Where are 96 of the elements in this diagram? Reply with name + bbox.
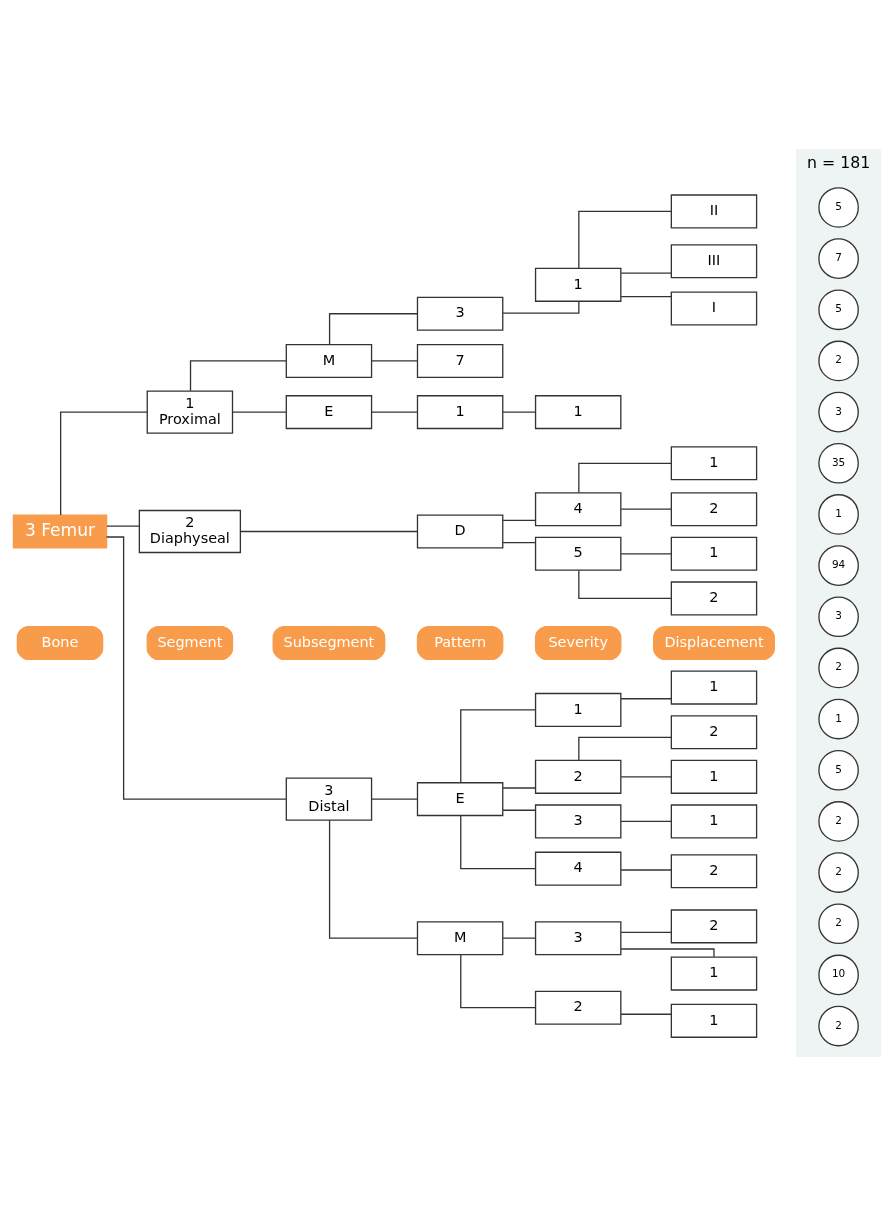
node-circle: 2	[818, 852, 859, 893]
node-box: Subsegment	[272, 625, 386, 661]
node-circle: 5	[818, 289, 859, 331]
connector	[578, 462, 672, 494]
node-box: 3 Distal	[285, 777, 373, 821]
connector	[371, 411, 418, 413]
node-circle: 2	[818, 647, 859, 689]
connector	[620, 698, 672, 700]
node-box: I	[670, 291, 758, 326]
node-box: 3	[534, 804, 622, 839]
connector	[60, 411, 148, 516]
connector	[371, 360, 418, 362]
node-box: 2	[670, 492, 758, 527]
node-circle: 1	[818, 698, 859, 740]
connector	[620, 296, 672, 298]
node-box: 1	[534, 395, 622, 430]
connector	[620, 948, 715, 958]
connector	[502, 937, 537, 939]
connector	[578, 210, 672, 269]
connector	[502, 411, 537, 413]
connector	[460, 954, 537, 1009]
connector	[460, 709, 537, 783]
node-box: 1	[416, 395, 504, 430]
connector	[502, 809, 537, 811]
node-box: 1	[670, 446, 758, 481]
node-circle: 2	[818, 903, 859, 945]
connector	[620, 553, 672, 555]
node-circle: 3	[818, 391, 859, 433]
connector	[620, 931, 672, 933]
node-box: 2	[670, 581, 758, 616]
connector	[502, 300, 580, 314]
connector	[240, 530, 418, 533]
node-box: M	[285, 343, 373, 378]
node-box: 4	[534, 492, 622, 527]
node-circle: 35	[818, 442, 859, 484]
connector	[620, 508, 672, 510]
node-circle: 1	[818, 494, 859, 535]
node-box: II	[670, 194, 758, 229]
node-circle: 5	[818, 749, 859, 791]
node-circle: 2	[818, 340, 859, 382]
node-box: 4	[534, 851, 622, 886]
node-box: 2	[534, 990, 622, 1025]
node-box: Displacement	[652, 625, 775, 661]
node-box: E	[285, 395, 373, 430]
node-box: D	[416, 514, 504, 549]
connector	[620, 272, 672, 274]
node-box: 5	[534, 536, 622, 571]
node-circle: 7	[818, 238, 859, 279]
node-box: 1	[534, 267, 622, 302]
connector	[578, 569, 672, 600]
node-box: M	[416, 921, 504, 956]
node-box: Segment	[146, 625, 234, 661]
connector	[620, 820, 672, 823]
connector	[105, 536, 287, 800]
node-box: 1	[670, 759, 758, 794]
node-box: 2	[670, 909, 758, 944]
node-box: III	[670, 244, 758, 279]
node-box: 3	[534, 921, 622, 956]
node-circle: 2	[818, 801, 859, 842]
node-box: 1	[670, 804, 758, 839]
node-box: 3	[416, 296, 504, 331]
node-box: 1	[670, 670, 758, 705]
node-box: 2	[670, 854, 758, 889]
node-box: 2	[534, 759, 622, 794]
node-box: 1 Proximal	[146, 390, 234, 434]
node-box: 2 Diaphyseal	[138, 509, 242, 554]
node-box: 1	[670, 1003, 758, 1038]
node-box: 1	[670, 536, 758, 571]
connector	[620, 776, 672, 778]
node-box: 2	[670, 715, 758, 750]
node-box: 1	[534, 692, 622, 727]
node-circle: 3	[818, 596, 859, 638]
node-circle: 10	[818, 954, 859, 996]
connector	[328, 313, 419, 346]
node-box: 1	[670, 956, 758, 991]
node-box: Bone	[16, 625, 104, 661]
connector	[620, 869, 672, 871]
node-circle: 94	[818, 545, 859, 586]
connector	[620, 1013, 672, 1015]
node-box: Pattern	[416, 625, 504, 661]
node-box: 3 Femur	[12, 514, 108, 549]
node-box: 7	[416, 343, 504, 378]
connector	[460, 814, 537, 870]
connector	[578, 736, 672, 761]
connector	[502, 542, 537, 544]
connector	[232, 411, 287, 413]
connector	[371, 798, 418, 800]
connector	[502, 787, 537, 789]
connector	[502, 519, 537, 521]
node-circle: 2	[818, 1005, 859, 1047]
node-circle: 5	[818, 187, 859, 228]
node-box: Severity	[534, 625, 622, 661]
node-box: E	[416, 782, 504, 817]
connector	[328, 819, 419, 939]
connector	[106, 525, 140, 527]
connector	[189, 360, 287, 392]
